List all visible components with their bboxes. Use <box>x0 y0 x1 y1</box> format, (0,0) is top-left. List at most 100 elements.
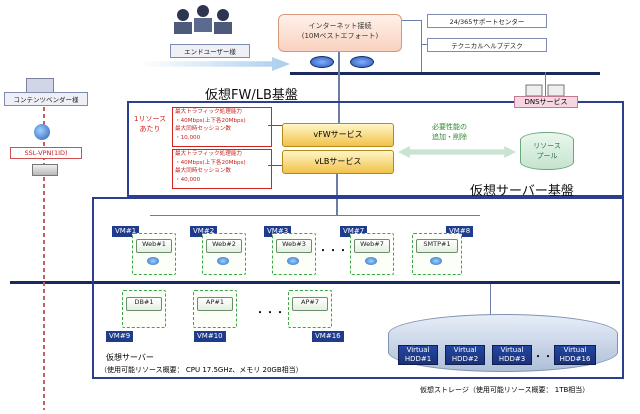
hdd-line: Virtual <box>453 346 477 354</box>
pool-line2: プール <box>536 152 558 160</box>
disk-icon <box>365 257 377 265</box>
ellipsis-label: ・・・ <box>533 352 563 363</box>
brace-line <box>268 125 282 126</box>
dns-service-label: DNSサービス <box>514 96 578 108</box>
vm-link-line <box>150 215 480 216</box>
server-host: Web#2 <box>206 239 242 253</box>
fw-spec-line: ・40Mbps(上下各20Mbps) <box>175 117 246 124</box>
vpn-drop-line <box>43 100 45 410</box>
vpn-device-icon <box>32 164 58 176</box>
server-host: Web#3 <box>276 239 312 253</box>
server-ap1: AP#1 <box>193 290 237 328</box>
ellipsis-label: ・・・ <box>255 308 285 319</box>
disk-icon <box>430 257 442 265</box>
fw-spec-line: 最大トラフィック処理能力 <box>175 109 243 115</box>
virtual-hdd: Virtual HDD#3 <box>492 345 532 365</box>
fwlb-title: 仮想FW/LB基盤 <box>205 88 298 103</box>
virtual-storage-label: 仮想ストレージ（使用可能リソース概要： 1TB相当） <box>420 386 590 394</box>
support-center-box: 24/365サポートセンター <box>427 14 547 28</box>
fwlb-frame <box>127 101 624 197</box>
lb-spec-box: 最大トラフィック処理能力 ・40Mbps(上下各20Mbps) 最大同時セッショ… <box>172 149 272 189</box>
inet-drop-line <box>338 50 340 135</box>
need-line2: 追加・削除 <box>432 133 467 141</box>
pool-line1: リソース <box>533 142 561 150</box>
dns-server-icon <box>522 82 570 97</box>
router-icon <box>350 56 374 68</box>
server-ap7: AP#7 <box>288 290 332 328</box>
server-host: Web#1 <box>136 239 172 253</box>
resource-pool-icon: リソース プール <box>520 132 574 170</box>
server-host: AP#7 <box>292 297 328 311</box>
server-db1: DB#1 <box>122 290 166 328</box>
lb-spec-line: 最大同時セッション数 <box>175 168 231 174</box>
server-host: Web#7 <box>354 239 390 253</box>
need-line1: 必要性能の <box>432 123 467 131</box>
end-user-label: エンドユーザー様 <box>170 44 250 58</box>
hdd-line: HDD#3 <box>498 355 526 363</box>
hdd-line: HDD#2 <box>451 355 479 363</box>
lb-spec-line: 最大トラフィック処理能力 <box>175 151 243 157</box>
internet-title: インターネット接続 <box>308 22 372 30</box>
vm-label: VM#7 <box>340 226 368 237</box>
vm-label: VM#9 <box>106 331 134 342</box>
vlb-service: vLBサービス <box>282 150 394 174</box>
vfw-service: vFWサービス <box>282 123 394 147</box>
virtual-hdd: Virtual HDD#1 <box>398 345 438 365</box>
internet-backbone-line <box>290 72 600 75</box>
lb-spec-line: ・40Mbps(上下各20Mbps) <box>175 159 246 166</box>
help-desk-box: テクニカルヘルプデスク <box>427 38 547 52</box>
per-resource-label: 1リソース あたり <box>134 114 166 134</box>
internet-subtitle: (10Mベストエフォート) <box>301 32 379 40</box>
support-vert-line <box>421 20 422 72</box>
vlb-label: vLBサービス <box>314 157 362 166</box>
server-frame <box>92 197 624 379</box>
router-icon <box>310 56 334 68</box>
hdd-line: Virtual <box>500 346 524 354</box>
brace-line <box>268 165 282 166</box>
disk-icon <box>147 257 159 265</box>
vm-label: VM#16 <box>312 331 344 342</box>
server-backbone-line <box>10 281 620 284</box>
server-host: AP#1 <box>197 297 233 311</box>
dns-link-line <box>545 72 546 100</box>
fw-spec-line: 最大同時セッション数 <box>175 126 231 132</box>
vm-label: VM#3 <box>264 226 292 237</box>
storage-link-line <box>490 284 491 320</box>
end-user-arrow <box>140 57 290 71</box>
hdd-line: HDD#1 <box>404 355 432 363</box>
server-web2: Web#2 <box>202 233 246 275</box>
ssl-vpn-label: SSL-VPN(1ID) <box>10 147 82 159</box>
end-user-group-icon <box>168 2 238 42</box>
server-title: 仮想サーバー基盤 <box>470 184 574 199</box>
lb-drop-line <box>336 170 338 216</box>
fw-spec-box: 最大トラフィック処理能力 ・40Mbps(上下各20Mbps) 最大同時セッショ… <box>172 107 272 147</box>
server-web3: Web#3 <box>272 233 316 275</box>
hdd-line: Virtual <box>563 346 587 354</box>
virtual-server-label: 仮想サーバー <box>106 353 154 362</box>
support-link-line <box>400 20 422 21</box>
server-web1: Web#1 <box>132 233 176 275</box>
vm-label: VM#8 <box>446 226 474 237</box>
content-provider-label: コンテンツベンダー様 <box>4 92 88 106</box>
per-resource-line1: 1リソース <box>134 115 167 123</box>
per-resource-line2: あたり <box>139 125 161 133</box>
ellipsis-label: ・・・ <box>318 246 348 257</box>
globe-icon <box>34 124 50 140</box>
server-smtp1: SMTP#1 <box>412 233 462 275</box>
need-performance-label: 必要性能の 追加・削除 <box>432 122 467 142</box>
server-host: SMTP#1 <box>416 239 458 253</box>
helpdesk-link-line <box>421 44 427 45</box>
vfw-label: vFWサービス <box>313 130 363 139</box>
disk-icon <box>217 257 229 265</box>
server-host: DB#1 <box>126 297 162 311</box>
virtual-hdd: Virtual HDD#16 <box>554 345 596 365</box>
lb-spec-line: ・40,000 <box>175 176 201 183</box>
hdd-line: HDD#16 <box>559 355 591 363</box>
virtual-hdd: Virtual HDD#2 <box>445 345 485 365</box>
fw-spec-line: ・10,000 <box>175 134 201 141</box>
disk-icon <box>287 257 299 265</box>
virtual-server-spec: （使用可能リソース概要： CPU 17.5GHz、メモリ 20GB相当） <box>100 366 303 374</box>
server-web7: Web#7 <box>350 233 394 275</box>
internet-connection-box: インターネット接続 (10Mベストエフォート) <box>278 14 402 52</box>
vm-label: VM#10 <box>194 331 226 342</box>
